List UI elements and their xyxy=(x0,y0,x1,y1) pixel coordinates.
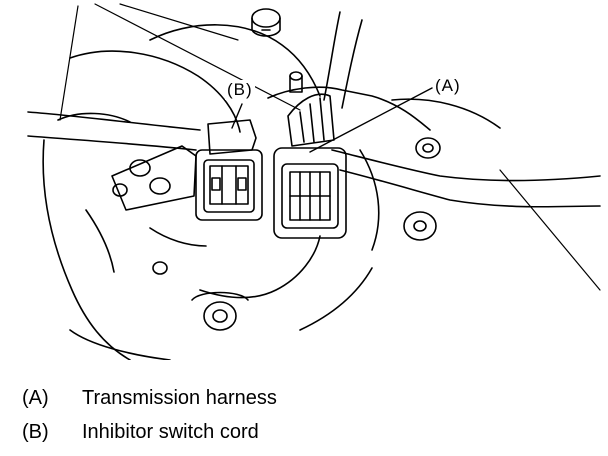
background-lines xyxy=(59,3,601,291)
transmission-housing xyxy=(42,24,501,360)
legend-row-a: (A) Transmission harness xyxy=(22,384,582,418)
engine-connector-illustration xyxy=(27,3,601,360)
mounting-bracket xyxy=(111,145,197,211)
top-bolt xyxy=(251,8,281,37)
center-bolt xyxy=(289,71,303,93)
legend: (A) Transmission harness (B) Inhibitor s… xyxy=(22,384,582,452)
harness-tubes xyxy=(27,11,601,208)
lower-fittings xyxy=(152,261,249,331)
callout-label-a: (A) xyxy=(433,76,463,96)
callout-leaders xyxy=(231,87,433,153)
legend-key-b: (B) xyxy=(22,421,49,443)
right-bolts xyxy=(403,137,441,241)
callout-label-b: (B) xyxy=(225,80,255,100)
connector-b xyxy=(195,119,263,221)
legend-row-b: (B) Inhibitor switch cord xyxy=(22,418,582,452)
legend-text-b: Inhibitor switch cord xyxy=(82,421,259,443)
legend-key-a: (A) xyxy=(22,387,49,409)
legend-text-a: Transmission harness xyxy=(82,387,277,409)
connector-a xyxy=(273,93,347,239)
